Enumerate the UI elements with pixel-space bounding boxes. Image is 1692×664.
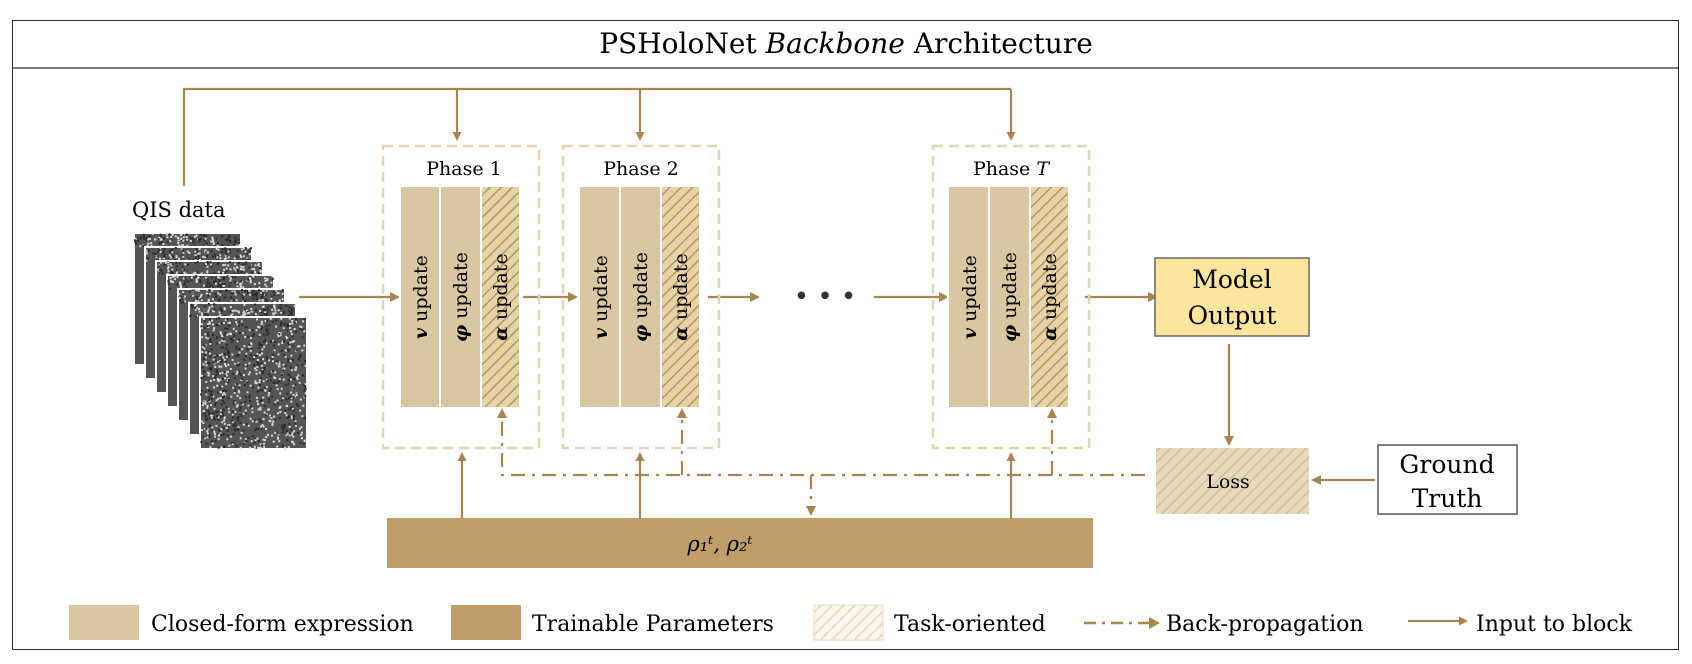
legend-trainable-label: Trainable Parameters — [532, 612, 774, 637]
model-output-line1: Model — [1192, 265, 1271, 294]
phase-2-block: Phase 2 v update φ update α update — [561, 144, 721, 450]
phase-2-alpha-update-block — [660, 185, 701, 409]
param-input-arrows — [457, 452, 1016, 518]
phase-t-block: Phase T v update φ update α update — [931, 144, 1091, 450]
back-propagation-arrowheads — [497, 408, 1057, 516]
back-propagation-lines — [500, 415, 1145, 508]
legend-input-label: Input to block — [1476, 612, 1633, 637]
phase-t-v-update-label: v update — [959, 255, 981, 339]
phase-1-phi-update-label: φ update — [450, 252, 472, 342]
input-feed-lines — [182, 87, 1016, 186]
phase-1-alpha-update-block — [480, 185, 521, 409]
phase-t-phi-update-label: φ update — [999, 252, 1021, 342]
legend-closed-form-label: Closed-form expression — [151, 612, 414, 637]
phase-2-v-update-label: v update — [590, 255, 612, 339]
phase-1-v-update-label: v update — [410, 255, 432, 339]
flow-arrows — [299, 292, 1375, 485]
phase-1-phi-update-block — [439, 185, 482, 409]
model-output-box — [1154, 257, 1310, 337]
phase-2-alpha-update-label: α update — [670, 253, 692, 340]
legend-trainable-swatch — [451, 605, 521, 640]
qis-data-label: QIS data — [132, 198, 226, 222]
params-bar-label: ρ₁ᵗ, ρ₂ᵗ — [686, 532, 752, 556]
phase-1-v-update-block — [399, 185, 441, 409]
phase-2-border — [561, 144, 721, 450]
phase-t-border — [931, 144, 1091, 450]
phase-t-alpha-update-block — [1029, 185, 1070, 409]
legend-closed-form-swatch — [69, 605, 139, 640]
diagram-title: PSHoloNet Backbone Architecture — [599, 27, 1093, 60]
legend: Closed-form expression Trainable Paramet… — [69, 604, 1633, 641]
ground-truth-line2: Truth — [1412, 484, 1483, 513]
loss-box — [1156, 448, 1309, 514]
phase-1-block: Phase 1 v update φ update α update — [381, 144, 541, 450]
trainable-params-bar — [387, 518, 1093, 568]
phase-2-phi-update-label: φ update — [630, 252, 652, 342]
legend-back-propagation-label: Back-propagation — [1166, 612, 1364, 637]
phase-t-title: Phase T — [973, 158, 1050, 180]
phase-t-v-update-block — [947, 185, 990, 409]
phase-1-alpha-update-label: α update — [490, 253, 512, 340]
loss-label: Loss — [1206, 471, 1250, 493]
phase-2-phi-update-block — [619, 185, 662, 409]
ground-truth-line1: Ground — [1399, 450, 1494, 479]
model-output-line2: Output — [1188, 301, 1277, 330]
figure-frame — [12, 20, 1679, 650]
legend-back-propagation-arrowhead — [1149, 617, 1160, 629]
legend-task-oriented-label: Task-oriented — [894, 612, 1046, 637]
phase-t-alpha-update-label: α update — [1039, 253, 1061, 340]
legend-task-oriented-swatch — [813, 604, 884, 641]
phase-1-border — [381, 144, 541, 450]
qis-frame — [199, 316, 308, 450]
phase-2-v-update-block — [578, 185, 621, 409]
qis-data-stack: QIS data — [132, 198, 308, 450]
ground-truth-box — [1377, 444, 1518, 515]
phase-1-title: Phase 1 — [426, 158, 501, 180]
phase-2-title: Phase 2 — [603, 158, 678, 180]
phase-ellipsis: • • • — [794, 282, 857, 312]
